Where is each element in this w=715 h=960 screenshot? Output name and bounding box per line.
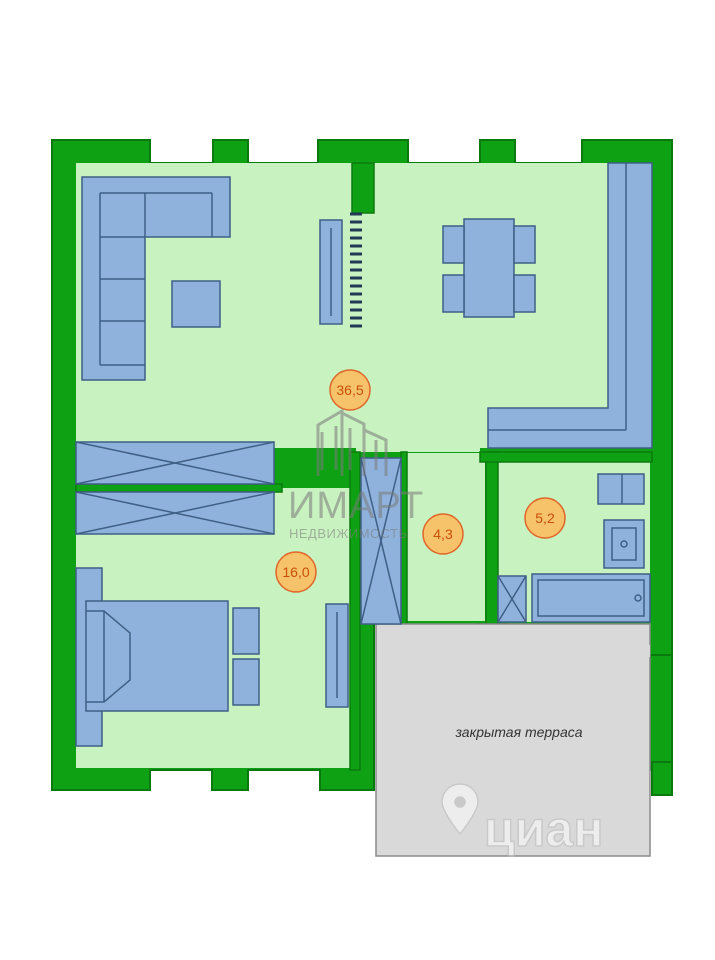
- wall-living-bedroom: [75, 483, 283, 493]
- area-badge-bathroom: 5,2: [524, 497, 566, 539]
- area-value-bathroom: 5,2: [535, 510, 555, 526]
- kitchen-counter: [487, 162, 653, 449]
- bathtub-basin: [537, 579, 645, 617]
- corridor-bath-furniture: [360, 457, 651, 625]
- ottoman: [171, 280, 221, 328]
- area-badges: 36,5 16,0 4,3 5,2: [275, 369, 566, 593]
- building-logo-icon: [316, 408, 388, 476]
- terrace-step: [612, 645, 650, 657]
- terrace-label: закрытая терраса: [454, 724, 582, 740]
- wall-bedroom-corridor: [349, 451, 361, 771]
- bed: [85, 600, 229, 712]
- source-watermark: циан: [441, 783, 604, 858]
- area-badge-corridor: 4,3: [422, 513, 464, 555]
- interior-walls: [75, 162, 653, 771]
- pillow: [232, 607, 260, 655]
- wall-bath-top: [479, 451, 653, 463]
- dining-chair: [513, 274, 536, 313]
- area-badge-living: 36,5: [329, 369, 371, 411]
- dining-chair: [513, 225, 536, 264]
- terrace-right-wall-lower: [651, 761, 673, 796]
- radiator: [350, 212, 362, 328]
- terrace-area: [375, 623, 651, 857]
- area-value-corridor: 4,3: [433, 526, 453, 542]
- living-furniture: [75, 162, 653, 535]
- dining-chair: [442, 225, 465, 264]
- area-value-bedroom: 16,0: [282, 564, 309, 580]
- sink-basin: [611, 527, 637, 561]
- location-pin-icon: [441, 783, 479, 836]
- dining-chair: [442, 274, 465, 313]
- watermark-subtitle: НЕДВИЖИМОСТЬ: [289, 526, 408, 541]
- watermark: ИМАРТ НЕДВИЖИМОСТЬ: [288, 408, 424, 541]
- area-badge-bedroom: 16,0: [275, 551, 317, 593]
- wall-kitchen-notch: [351, 162, 375, 214]
- bedroom-furniture: [75, 567, 349, 747]
- dining-table: [463, 218, 515, 318]
- watermark-source: циан: [484, 801, 603, 857]
- terrace-right-wall: [649, 654, 673, 771]
- area-value-living: 36,5: [336, 382, 363, 398]
- wall-corridor-bath: [485, 451, 499, 625]
- watermark-brand: ИМАРТ: [288, 485, 424, 527]
- pillow: [232, 658, 260, 706]
- washing-machine: [597, 473, 645, 505]
